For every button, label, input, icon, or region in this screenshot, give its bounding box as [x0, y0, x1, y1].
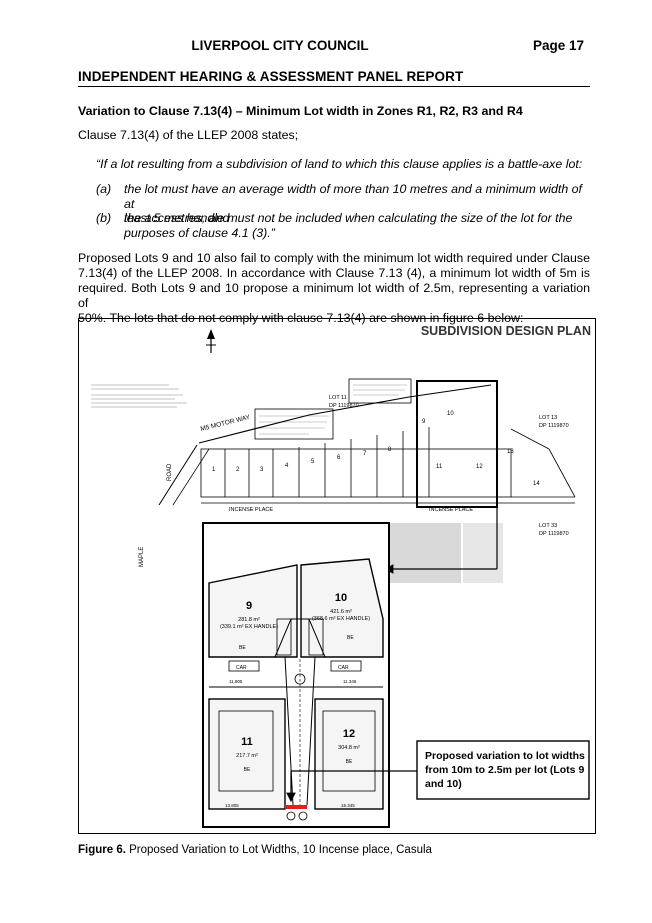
- incense-label-1: INCENSE PLACE: [229, 507, 273, 513]
- lot33-dp: DP 1119870: [539, 531, 569, 537]
- detail-car: CAR: [236, 665, 247, 671]
- detail-dim-bl: 13.805: [225, 803, 239, 808]
- overview-lot-5: 5: [311, 459, 315, 465]
- overview-lot-12: 12: [476, 464, 483, 470]
- overview-lot-3: 3: [260, 467, 264, 473]
- detail-lot10-area: 421.6 m²: [330, 609, 352, 615]
- report-title: INDEPENDENT HEARING & ASSESSMENT PANEL R…: [78, 69, 464, 84]
- body-paragraph: Proposed Lots 9 and 10 also fail to comp…: [78, 251, 590, 325]
- road-label: ROAD: [167, 463, 173, 481]
- overview-lots: [200, 427, 576, 498]
- incense-label-2: INCENSE PLACE: [429, 507, 473, 513]
- lot13-label: LOT 13: [539, 415, 557, 421]
- overview-lot-1: 1: [212, 467, 216, 473]
- council-name: LIVERPOOL CITY COUNCIL: [191, 38, 369, 53]
- callout-line-1: Proposed variation to lot widths: [425, 750, 585, 762]
- road-edge: [158, 444, 198, 506]
- clause-quote: “If a lot resulting from a subdivision o…: [96, 157, 583, 171]
- caption-label: Figure 6.: [78, 844, 126, 856]
- detail-lot12-number: 12: [343, 728, 355, 740]
- detail-be: BE: [244, 767, 251, 773]
- variation-callout: [416, 740, 590, 800]
- detail-be: BE: [346, 759, 353, 765]
- plan-title: SUBDIVISION DESIGN PLAN: [421, 324, 591, 338]
- overview-lot-6: 6: [337, 455, 341, 461]
- clause-item-a: (a) the lot must have an average width o…: [96, 182, 590, 225]
- detail-lot9-ex: (339.1 m² EX HANDLE): [220, 624, 278, 630]
- detail-lot10-ex: (368.6 m² EX HANDLE): [312, 616, 370, 622]
- overview-lot-7: 7: [363, 451, 367, 457]
- detail-lot9-area: 281.8 m²: [238, 617, 260, 623]
- lot11-dp: DP 1119870: [329, 403, 359, 409]
- page-number: Page 17: [533, 38, 585, 53]
- lot33-label: LOT 33: [539, 523, 557, 529]
- plan-note-box: [348, 378, 412, 404]
- item-text: the lot must have an average width of mo…: [124, 182, 582, 225]
- maple-label: MAPLE: [139, 547, 145, 567]
- overview-lot-4: 4: [285, 463, 289, 469]
- plan-note-box: [254, 408, 334, 440]
- figure-frame: SUBDIVISION DESIGN PLAN M5 MOTOR WAY ROA…: [78, 318, 596, 834]
- callout-line-2: from 10m to 2.5m per lot (Lots 9: [425, 764, 584, 776]
- overview-lot-14: 14: [533, 481, 540, 487]
- overview-lot-2: 2: [236, 467, 240, 473]
- overview-lot-9: 9: [422, 419, 426, 425]
- figure-caption: Figure 6. Proposed Variation to Lot Widt…: [78, 844, 432, 856]
- adjacent-lot-shade: [463, 523, 503, 583]
- detail-lot12-area: 304.8 m²: [338, 745, 360, 751]
- overview-lot-11: 11: [436, 464, 443, 470]
- adjacent-lot-shade: [381, 523, 461, 583]
- callout-line-3: and 10): [425, 778, 462, 790]
- detail-lot11-number: 11: [241, 736, 253, 748]
- section-heading: Variation to Clause 7.13(4) – Minimum Lo…: [78, 104, 523, 118]
- detail-car: CAR: [338, 665, 349, 671]
- detail-lot11-area: 217.7 m²: [236, 753, 258, 759]
- clause-intro: Clause 7.13(4) of the LLEP 2008 states;: [78, 128, 299, 142]
- plan-notes: [91, 384, 187, 408]
- detail-dim-br: 15.345: [341, 803, 355, 808]
- detail-dim-left: 11.805: [229, 679, 243, 684]
- item-label: (a): [96, 182, 112, 196]
- lot11-label: LOT 11: [329, 395, 347, 401]
- overview-lot-10: 10: [447, 411, 454, 417]
- motorway-label: M5 MOTOR WAY: [200, 414, 252, 433]
- header-divider: [78, 86, 590, 87]
- overview-lot-8: 8: [388, 447, 392, 453]
- detail-lot9-number: 9: [246, 600, 252, 612]
- detail-be: BE: [239, 645, 246, 651]
- zoom-detail-panel: [202, 522, 390, 828]
- caption-text: Proposed Variation to Lot Widths, 10 Inc…: [125, 844, 432, 856]
- clause-item-b: (b) the access handle must not be includ…: [96, 211, 590, 241]
- detail-dim-right: 11.345: [343, 679, 357, 684]
- lot13-dp: DP 1119870: [539, 423, 569, 429]
- subdivision-plan-drawing: SUBDIVISION DESIGN PLAN M5 MOTOR WAY ROA…: [91, 324, 591, 828]
- north-arrow-icon: [206, 329, 216, 353]
- overview-lot-13: 13: [507, 449, 514, 455]
- detail-lot10-number: 10: [335, 592, 347, 604]
- road-edge: [172, 448, 210, 506]
- variation-marker: [285, 805, 307, 809]
- item-text: the access handle must not be included w…: [124, 211, 573, 240]
- motorway-boundary: [198, 384, 492, 444]
- highlight-box: [416, 380, 498, 508]
- detail-be: BE: [347, 635, 354, 641]
- item-label: (b): [96, 211, 112, 225]
